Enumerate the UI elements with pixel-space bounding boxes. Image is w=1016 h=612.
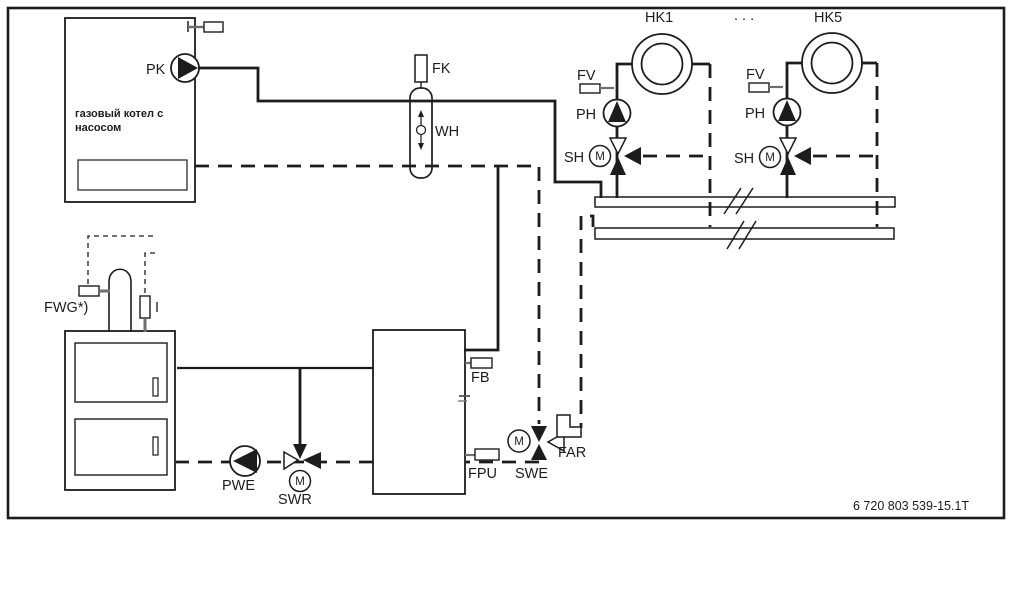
buffer-tank-sensors: FB FPU <box>458 357 500 482</box>
fwg-label: FWG*) <box>44 300 88 316</box>
fwg-sensor-icon <box>78 285 100 297</box>
circuits-ellipsis: . . . <box>734 8 754 24</box>
charge-group: PWE M SWR <box>222 444 321 508</box>
sh-valve-top-icon <box>608 137 628 156</box>
lower-door <box>74 418 168 476</box>
sh-motor-label: M <box>765 152 775 164</box>
return-pipes <box>176 63 879 464</box>
swr-valve-left-icon <box>283 450 300 471</box>
ph-label: PH <box>745 106 765 122</box>
gas-boiler-pump: PK <box>146 53 200 83</box>
solid-fuel-sensors: FWG*) I <box>44 285 159 332</box>
hk5-consumer-inner-icon <box>810 41 854 85</box>
pwe-label: PWE <box>222 478 255 494</box>
sh-label: SH <box>564 150 584 166</box>
manifold <box>594 196 896 240</box>
gas-boiler: газовый котел с насосом <box>64 17 224 203</box>
hk5-label: HK5 <box>814 10 842 26</box>
return-header-bar <box>594 227 895 240</box>
pipe-gas-supply <box>199 66 603 198</box>
ph-pump-rotor-icon <box>608 101 626 122</box>
fk-label: FK <box>432 61 451 77</box>
fwg-sensor-lead <box>87 235 157 284</box>
break-mark <box>726 220 745 250</box>
inlet-device-icon <box>139 295 151 319</box>
pwe-pump-rotor-icon <box>233 449 257 473</box>
fv-label: FV <box>577 68 596 84</box>
swr-label: SWR <box>278 492 312 508</box>
separator-arrowhead-down-icon <box>418 143 424 150</box>
pk-pump-rotor-icon <box>178 57 198 79</box>
sh-motor-label: M <box>595 151 605 163</box>
buffer-tank-body <box>372 329 466 495</box>
pk-label: PK <box>146 62 166 78</box>
separator-arrowhead-up-icon <box>418 110 424 117</box>
swe-valve-bottom-icon <box>531 444 547 460</box>
swr-valve-right-icon <box>303 452 321 469</box>
fpu-sensor-icon <box>474 448 500 461</box>
fk-sensor-icon <box>414 54 428 83</box>
fv-label: FV <box>746 67 765 83</box>
sh-label: SH <box>734 151 754 167</box>
break-mark <box>738 220 757 250</box>
swe-label: SWE <box>515 466 548 482</box>
gas-boiler-label-line2: насосом <box>75 122 121 134</box>
pipe-gas-return <box>195 164 541 424</box>
document-code: 6 720 803 539-15.1T <box>853 499 969 513</box>
sh-valve-right-icon <box>794 147 811 165</box>
heating-circuit-hk1: HK1 FV PH M SH <box>564 10 693 175</box>
sensor-leads <box>87 235 157 293</box>
sh-valve-right-icon <box>624 147 641 165</box>
fb-label: FB <box>471 370 490 386</box>
heating-circuit-hk5: HK5 FV PH M SH <box>734 10 863 175</box>
separator-details: FK WH <box>415 61 459 150</box>
sh-valve-bottom-icon <box>780 157 796 175</box>
swr-motor-label: M <box>295 476 305 488</box>
gas-boiler-base-panel <box>77 159 188 191</box>
upper-door <box>74 342 168 403</box>
fv-sensor-icon <box>579 83 601 94</box>
break-mark <box>723 187 742 215</box>
solid-fuel-boiler <box>64 268 176 491</box>
separator-port-icon <box>415 124 427 136</box>
fb-sensor-icon <box>470 357 493 369</box>
swan-neck-pipe <box>108 268 132 332</box>
wh-label: WH <box>435 124 459 140</box>
hk1-consumer-inner-icon <box>640 42 684 86</box>
sh-motor-icon <box>588 144 612 168</box>
return-mix-group: M SWE FAR <box>507 414 586 482</box>
fv-sensor-icon <box>748 82 770 93</box>
swe-motor-label: M <box>514 436 524 448</box>
swr-motor-icon <box>288 469 312 493</box>
ph-pump-rotor-icon <box>778 100 796 121</box>
swe-motor-icon <box>507 429 531 453</box>
top-sensor-icon <box>203 21 224 33</box>
inlet-sensor-lead <box>144 252 157 293</box>
inlet-label: I <box>155 300 159 316</box>
hk1-label: HK1 <box>645 10 673 26</box>
gas-boiler-label-line1: газовый котел с <box>75 108 163 120</box>
sh-valve-top-icon <box>778 137 798 156</box>
far-label: FAR <box>558 445 586 461</box>
break-mark <box>735 187 754 215</box>
sh-motor-icon <box>758 145 782 169</box>
fpu-label: FPU <box>468 466 497 482</box>
supply-header-bar <box>594 196 896 208</box>
pipe-buffer-top <box>464 166 500 352</box>
lower-door-handle <box>152 436 159 456</box>
swr-valve-top-icon <box>293 444 307 459</box>
swe-valve-top-icon <box>531 426 547 442</box>
ph-label: PH <box>576 107 596 123</box>
sh-valve-bottom-icon <box>610 157 626 175</box>
upper-door-handle <box>152 377 159 397</box>
pipe-break-marks <box>723 187 757 250</box>
pipe-header-return-drop <box>579 214 595 428</box>
far-sensor-icon <box>556 414 582 438</box>
